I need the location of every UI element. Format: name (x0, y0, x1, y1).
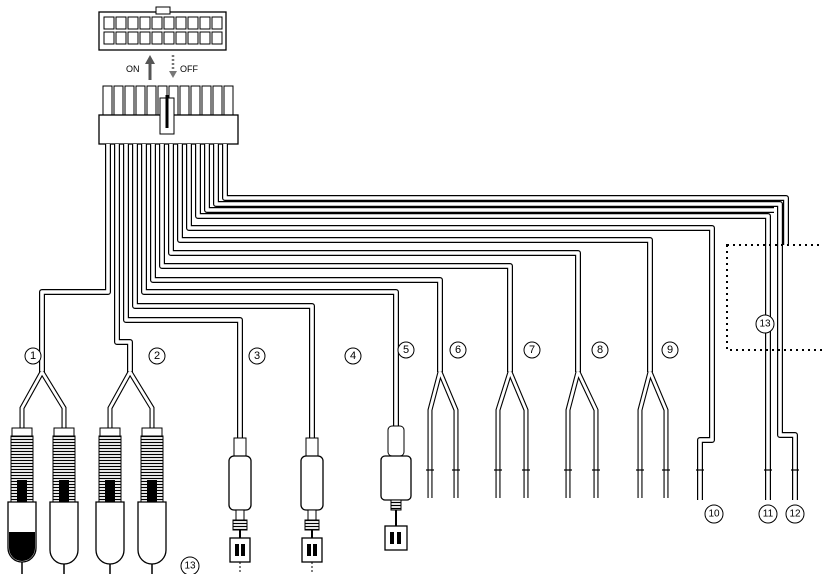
top-connector (98, 6, 227, 51)
wires-inner (40, 144, 797, 500)
callouts: 1 2 3 4 5 6 7 8 9 10 11 12 13 13 (24, 314, 805, 574)
connector-5 (380, 425, 412, 551)
callout-11: 11 (763, 509, 774, 520)
callout-2: 2 (154, 350, 160, 362)
off-label: OFF (180, 64, 198, 74)
rca-plug-1a (7, 427, 37, 563)
rca-plug-2b (137, 427, 167, 565)
on-arrow-icon (145, 55, 155, 80)
callout-13-box: 13 (759, 319, 771, 330)
rca-plug-1b (49, 427, 79, 565)
fuse-holder-3 (228, 437, 252, 574)
optional-box-13 (726, 244, 823, 351)
callout-3: 3 (254, 350, 260, 362)
on-label: ON (126, 64, 140, 74)
callout-13-bottom: 13 (184, 561, 196, 572)
male-connector (98, 85, 239, 145)
rca-plug-2a (95, 427, 125, 565)
rca-split-wires (19, 370, 155, 430)
callout-8: 8 (597, 344, 603, 356)
callout-7: 7 (529, 344, 535, 356)
callout-9: 9 (667, 344, 673, 356)
callout-4: 4 (350, 350, 356, 362)
callout-12: 12 (789, 509, 801, 520)
callout-5: 5 (403, 344, 409, 356)
callout-1: 1 (30, 350, 36, 362)
fuse-holder-4 (300, 437, 324, 574)
callout-6: 6 (455, 344, 461, 356)
split-wires-6-9 (427, 370, 669, 498)
off-arrow-icon (169, 55, 177, 78)
callout-10: 10 (708, 509, 720, 520)
